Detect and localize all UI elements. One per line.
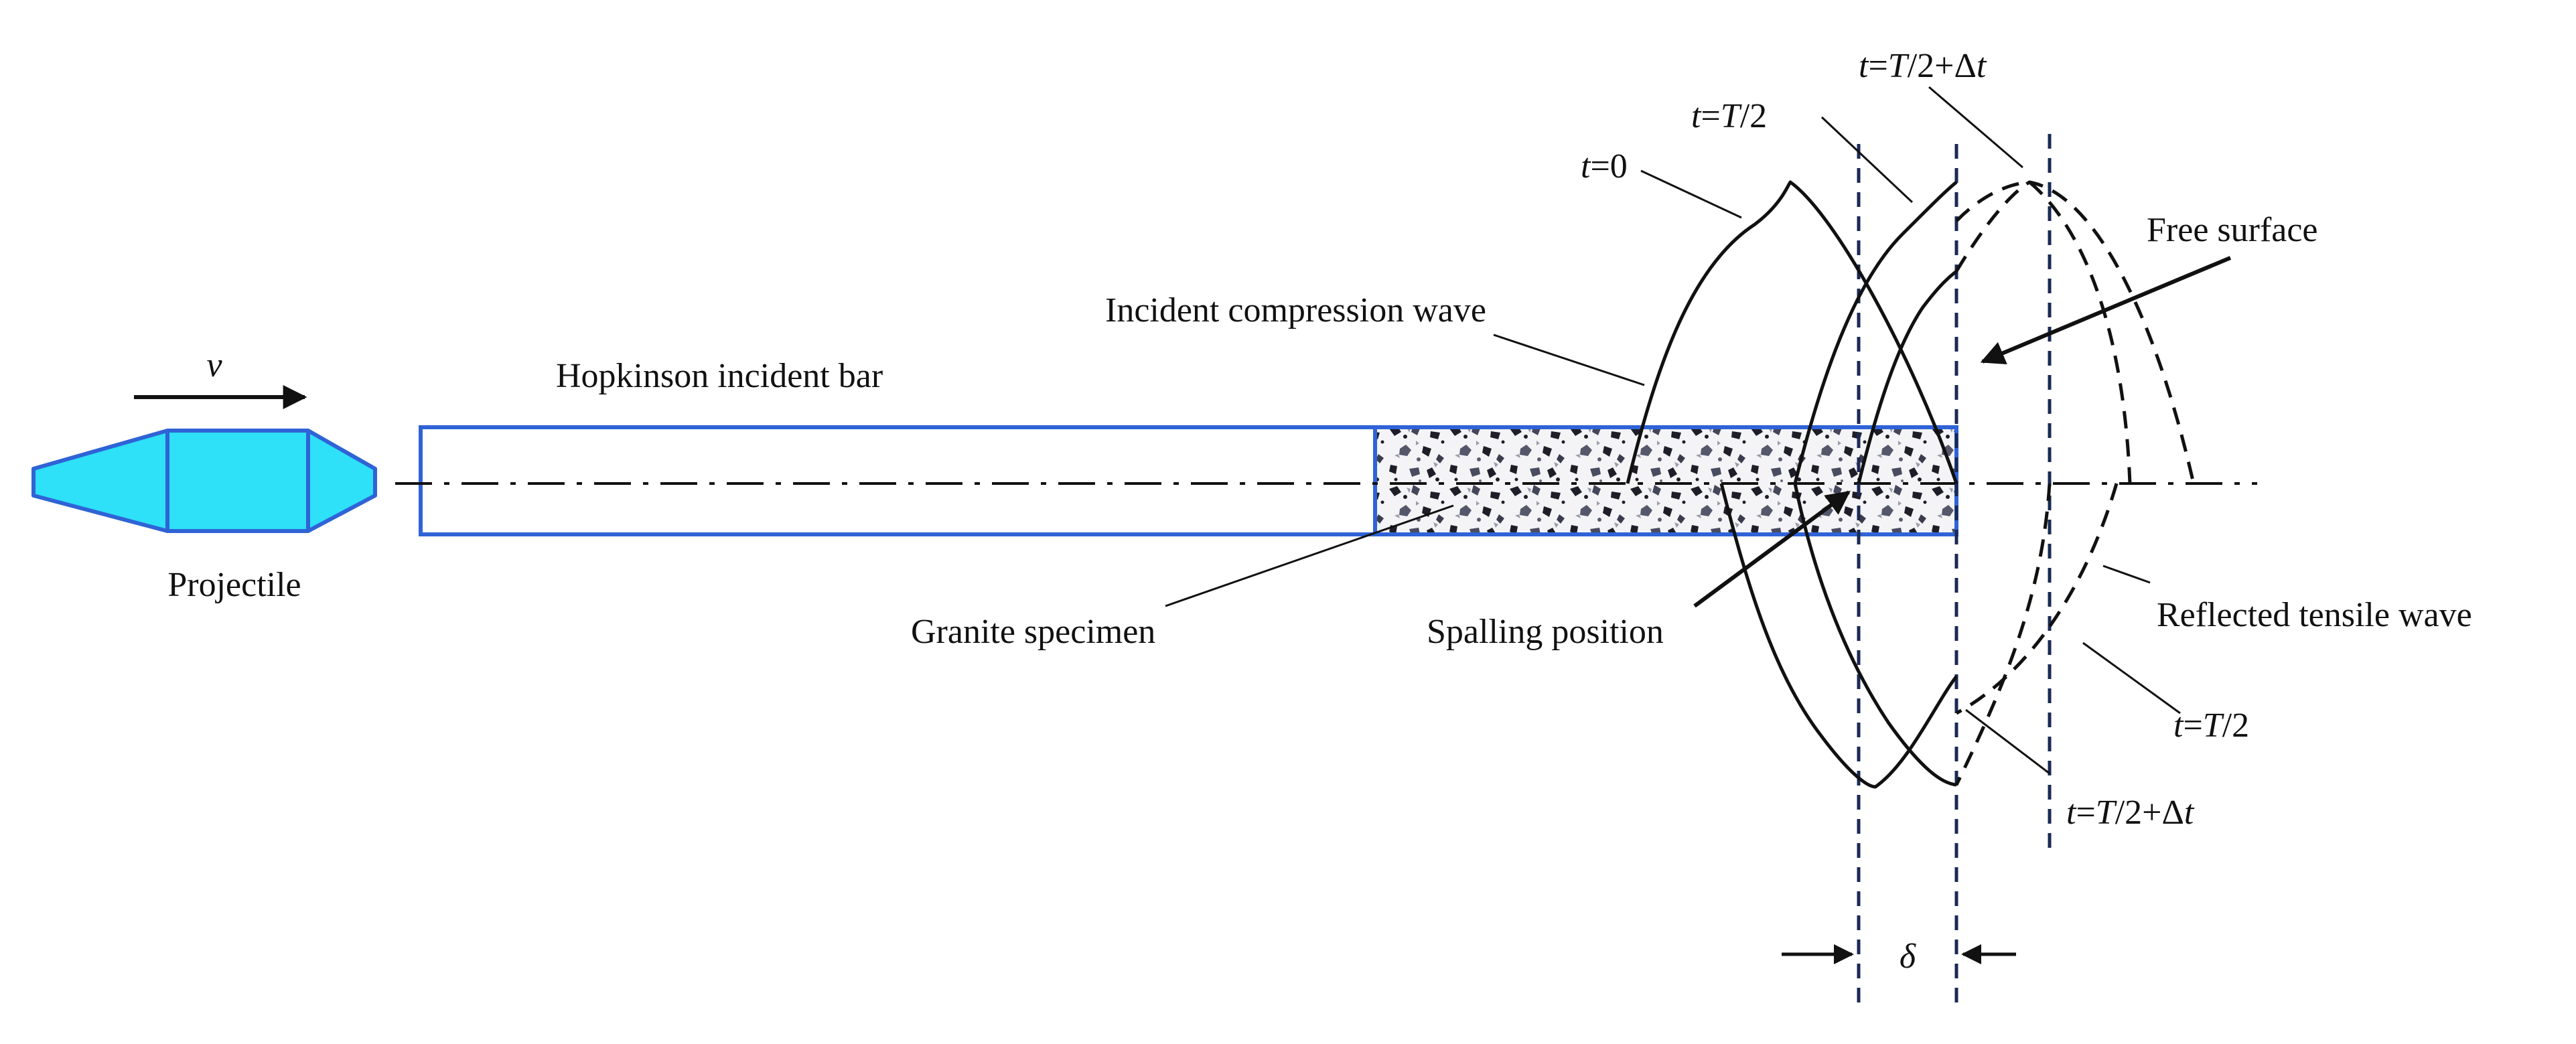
velocity-label: v: [206, 346, 222, 384]
delta-label: δ: [1900, 938, 1916, 976]
incident-wave-t-half-dt-lower: [1857, 270, 1958, 484]
granite-specimen-label: Granite specimen: [911, 613, 1155, 651]
projectile-label: Projectile: [167, 566, 301, 604]
time-label-t-half-dt-bottom: t=T/2+Δt: [2066, 794, 2195, 832]
leader-t-half-bottom: [2082, 642, 2181, 715]
incident-wave-label: Incident compression wave: [1105, 291, 1486, 329]
time-label-t-half-top: t=T/2: [1691, 97, 1767, 135]
reflected-wave-dashed-lower-outer: [1955, 483, 2119, 715]
leader-t-half-dt-top: [1928, 86, 2023, 169]
leader-granite: [1165, 504, 1454, 607]
incident-wave-t0: [1626, 180, 1958, 484]
projectile: [31, 429, 377, 533]
leader-t-half-dt-bottom: [1965, 709, 2050, 775]
free-surface-arrow: [1980, 256, 2232, 365]
reflected-wave-label: Reflected tensile wave: [2157, 596, 2472, 634]
leader-reflected-wave: [2102, 565, 2151, 584]
leader-t0: [1640, 169, 1742, 219]
time-label-t-half-bottom: t=T/2: [2173, 706, 2249, 745]
incident-bar-label: Hopkinson incident bar: [556, 357, 883, 395]
reflected-wave-t-half-dashed-upper: [1955, 180, 2132, 484]
reflected-wave-t-half-dt-dashed-upper: [1954, 180, 2196, 484]
time-label-t0: t=0: [1581, 147, 1628, 185]
spalling-position-arrow: [1693, 490, 1851, 608]
leader-incident-wave: [1493, 333, 1645, 386]
reflected-wave-dashed-lower-inner: [1954, 483, 2052, 786]
reflected-wave-t-half-lower: [1793, 483, 1957, 787]
leader-t-half-top: [1820, 116, 1914, 204]
spalling-position-label: Spalling position: [1427, 613, 1664, 651]
free-surface-label: Free surface: [2147, 211, 2318, 249]
time-label-t-half-dt-top: t=T/2+Δt: [1859, 47, 1987, 85]
reflected-wave-t0-lower: [1719, 483, 1958, 789]
incident-wave-t-half: [1793, 181, 1958, 484]
incident-bar: [419, 425, 1377, 536]
